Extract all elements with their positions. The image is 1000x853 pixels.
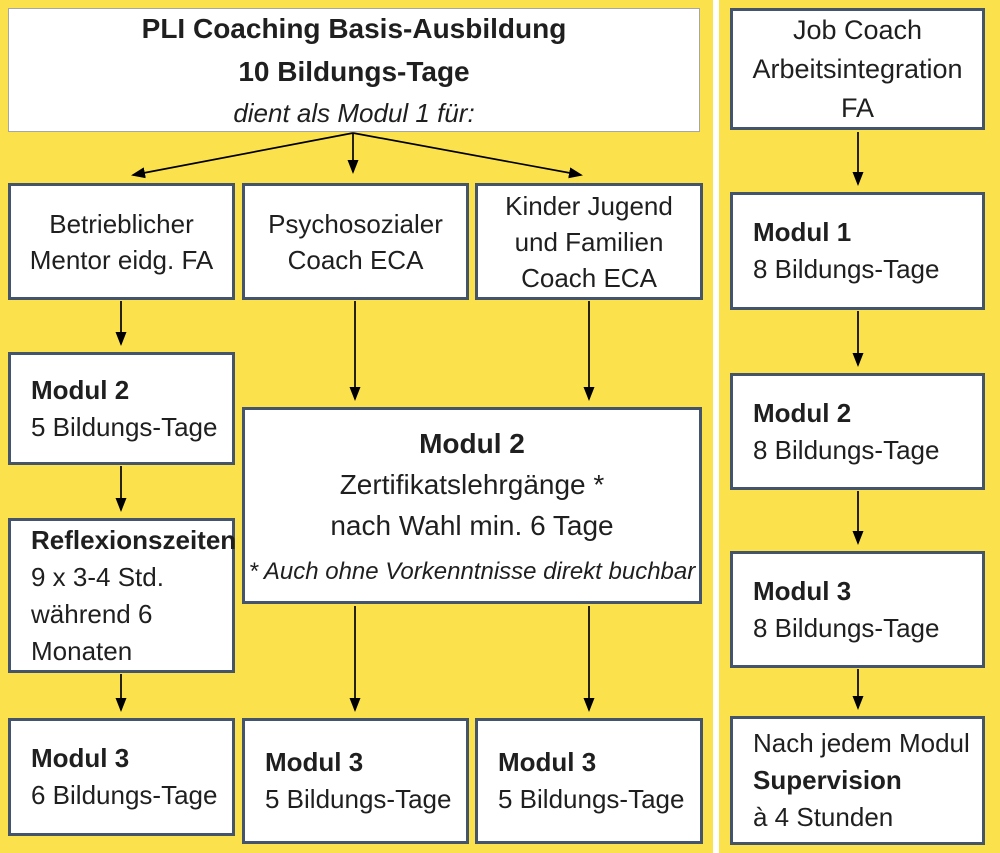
category-line: Psychosozialer [268,208,443,239]
category-line: Kinder Jugend [505,190,673,221]
job-coach-box: Job Coach Arbeitsintegration FA [730,8,985,130]
module-days: 8 Bildungs-Tage [753,612,940,643]
category-kinder-jugend-coach-box: Kinder Jugend und Familien Coach ECA [475,183,703,300]
jobcoach-line: Job Coach [792,14,923,45]
zert-line: nach Wahl min. 6 Tage [330,510,614,541]
module-title: Modul 3 [753,575,852,606]
basis-title: PLI Coaching Basis-Ausbildung [141,13,567,44]
module-days: 5 Bildungs-Tage [31,411,218,442]
reflexionszeiten-box: Reflexionszeiten 9 x 3-4 Std. während 6 … [8,518,237,673]
reflexion-line: während 6 [31,598,153,629]
category-line: Coach ECA [287,244,424,275]
job-modul1-box: Modul 1 8 Bildungs-Tage [730,192,985,310]
basis-days: 10 Bildungs-Tage [238,56,470,87]
zert-line: Zertifikatslehrgänge * [339,469,605,500]
zertifikatslehrgaenge-modul2-box: Modul 2 Zertifikatslehrgänge * nach Wahl… [242,407,702,604]
jobcoach-line: FA [840,92,874,123]
mentor-modul2-box: Modul 2 5 Bildungs-Tage [8,352,235,465]
supervision-line: Nach jedem Modul [753,728,970,758]
module-title: Modul 3 [265,747,364,777]
module-days: 8 Bildungs-Tage [753,254,940,284]
module-title: Modul 1 [753,217,852,247]
module-days: 6 Bildungs-Tage [31,780,218,810]
module-days: 8 Bildungs-Tage [753,434,940,465]
category-psychosozialer-coach-box: Psychosozialer Coach ECA [242,183,469,300]
reflexion-title: Reflexionszeiten [31,524,237,555]
module-days: 5 Bildungs-Tage [498,784,685,814]
psycho-modul3-box: Modul 3 5 Bildungs-Tage [242,718,469,844]
reflexion-line: Monaten [31,635,133,666]
job-modul2-box: Modul 2 8 Bildungs-Tage [730,373,985,490]
basis-ausbildung-box: PLI Coaching Basis-Ausbildung 10 Bildung… [8,8,700,132]
category-betrieblicher-mentor-box: Betrieblicher Mentor eidg. FA [8,183,235,300]
supervision-box: Nach jedem Modul Supervision à 4 Stunden [730,716,985,845]
module-title: Modul 2 [31,374,130,405]
job-modul3-box: Modul 3 8 Bildungs-Tage [730,551,985,668]
category-line: und Familien [514,226,664,257]
category-line: Betrieblicher [49,208,194,239]
module-title: Modul 3 [31,743,130,773]
module-days: 5 Bildungs-Tage [265,784,452,814]
supervision-title: Supervision [753,765,902,795]
reflexion-line: 9 x 3-4 Std. [31,561,164,592]
zert-footnote: * Auch ohne Vorkenntnisse direkt buchbar [248,558,696,585]
jobcoach-line: Arbeitsintegration [752,53,963,84]
category-line: Mentor eidg. FA [29,244,214,275]
kinder-modul3-box: Modul 3 5 Bildungs-Tage [475,718,703,844]
module-title: Modul 2 [753,397,852,428]
basis-note: dient als Modul 1 für: [233,98,475,128]
zert-title: Modul 2 [419,428,525,459]
category-line: Coach ECA [521,262,657,293]
mentor-modul3-box: Modul 3 6 Bildungs-Tage [8,718,235,836]
module-title: Modul 3 [498,747,597,777]
supervision-line: à 4 Stunden [753,802,894,832]
